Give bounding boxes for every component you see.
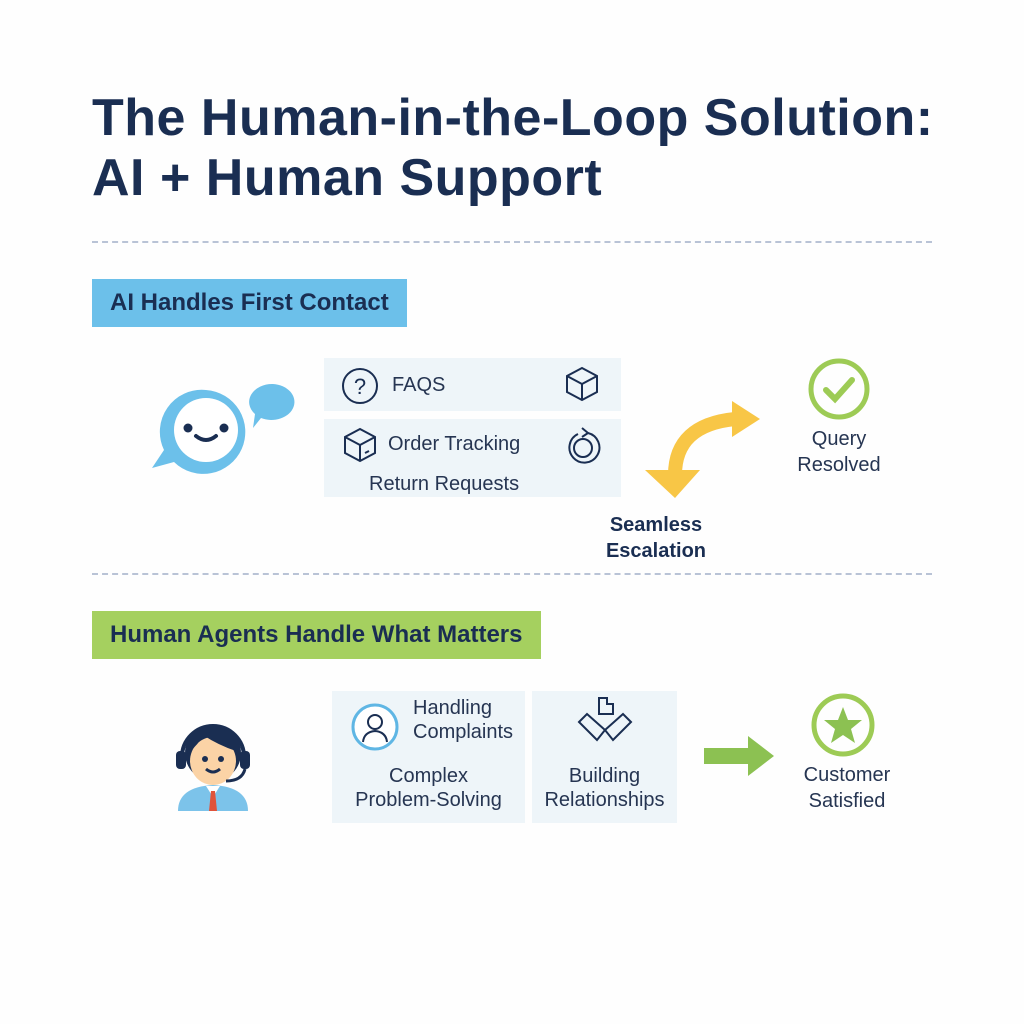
order-card xyxy=(324,419,621,497)
page-title: The Human-in-the-Loop Solution: AI + Hum… xyxy=(92,89,934,207)
divider xyxy=(92,241,932,243)
faqs-card xyxy=(324,358,621,411)
question-icon: ? xyxy=(341,367,379,405)
query-resolved-label: Query Resolved xyxy=(797,428,881,476)
check-circle-icon xyxy=(807,357,871,421)
customer-satisfied-label: Customer Satisfied xyxy=(803,764,891,812)
package-icon xyxy=(343,427,377,463)
handling-complaints-item: Handling Complaints xyxy=(413,697,514,743)
box-icon xyxy=(565,366,599,402)
handshake-puzzle-icon xyxy=(575,694,635,750)
svg-text:?: ? xyxy=(354,374,366,399)
arrow-right-icon xyxy=(704,736,776,776)
chatbot-icon xyxy=(148,380,298,480)
person-icon xyxy=(350,702,400,752)
escalation-label: Seamless Escalation xyxy=(605,514,707,562)
building-relationships-item: Building Relationships xyxy=(544,765,665,811)
problem-solving-item: Complex Problem-Solving xyxy=(355,765,502,811)
escalation-arrow-icon xyxy=(640,395,765,500)
return-requests-item: Return Requests xyxy=(369,473,520,495)
star-circle-icon xyxy=(810,692,876,758)
ai-section-label: AI Handles First Contact xyxy=(92,279,407,327)
return-icon xyxy=(564,426,602,466)
divider xyxy=(92,573,932,575)
support-agent-icon xyxy=(168,705,258,813)
order-tracking-item: Order Tracking xyxy=(388,433,521,455)
faqs-item: FAQS xyxy=(392,374,446,396)
human-section-label: Human Agents Handle What Matters xyxy=(92,611,541,659)
